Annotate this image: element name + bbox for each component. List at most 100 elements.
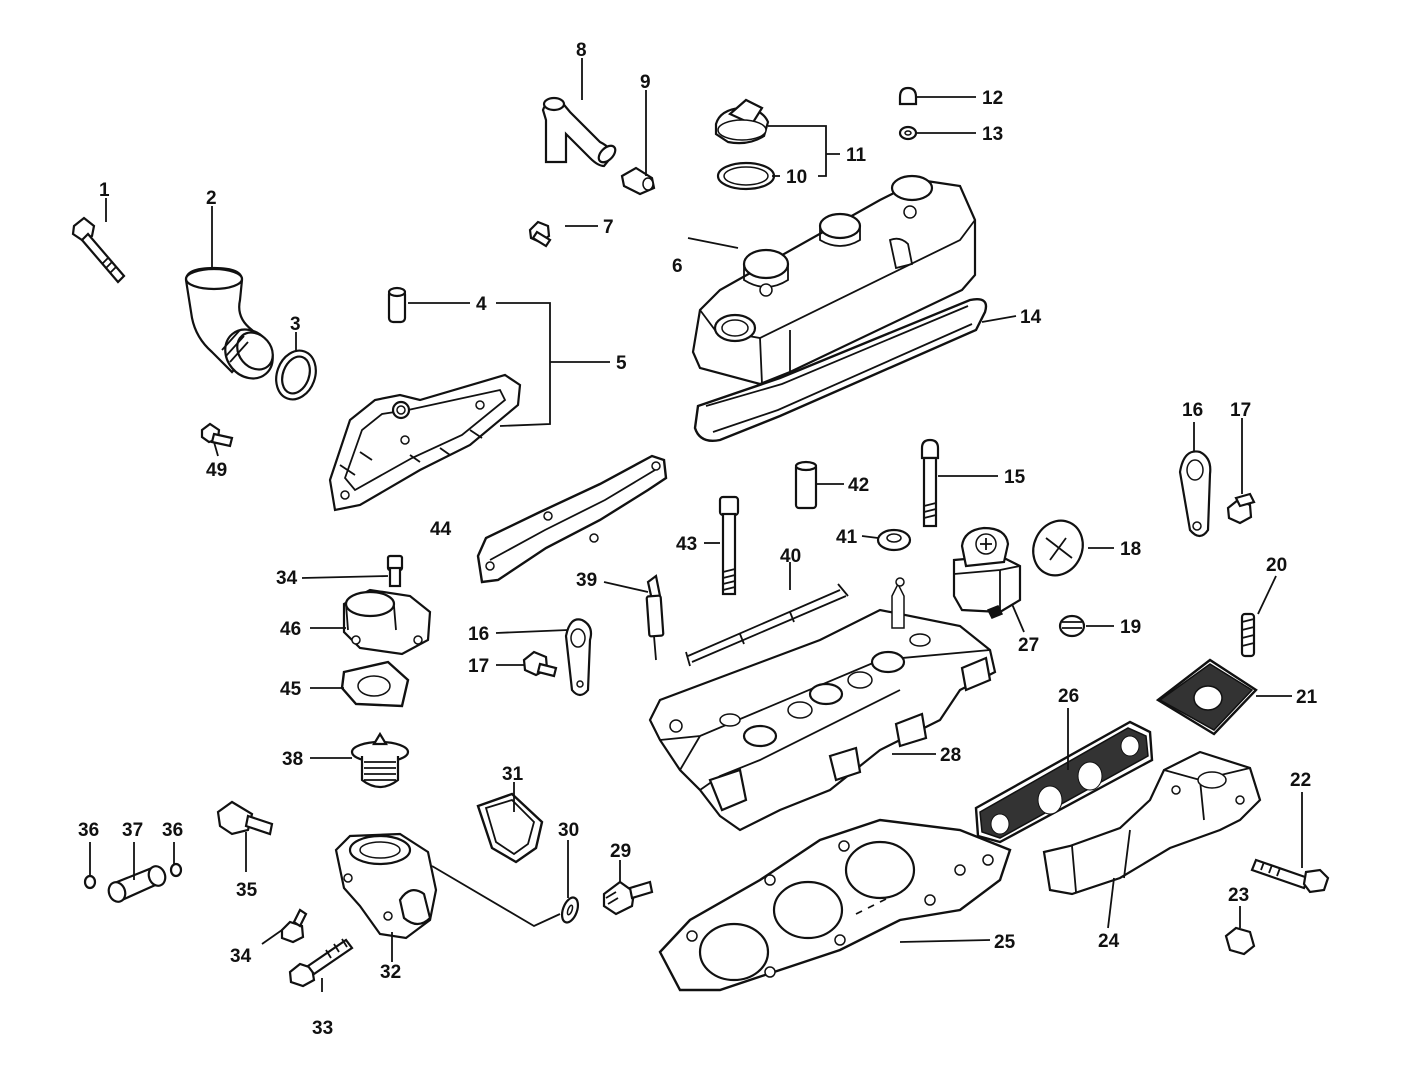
callout-30: 30 <box>558 820 579 841</box>
callout-25: 25 <box>994 932 1016 953</box>
part-17-bolt-lower <box>522 650 558 678</box>
callout-45: 45 <box>280 679 302 700</box>
callout-1: 1 <box>99 180 110 201</box>
part-15-bolt <box>920 438 940 528</box>
part-32-water-outlet <box>334 832 438 940</box>
part-7-bolt <box>528 220 552 248</box>
callout-31: 31 <box>502 764 524 785</box>
callout-2: 2 <box>206 188 217 209</box>
callout-37: 37 <box>122 820 143 841</box>
part-22-bolt <box>1250 858 1330 894</box>
part-9-fitting <box>620 166 656 196</box>
part-4-dowel <box>387 286 407 324</box>
callout-22: 22 <box>1290 770 1311 791</box>
part-37-hose <box>107 865 167 903</box>
callout-44: 44 <box>430 519 452 540</box>
callout-43: 43 <box>676 534 697 555</box>
part-28-cylinder-head <box>648 577 997 832</box>
part-30-washer <box>560 896 580 924</box>
part-19-plug <box>1058 614 1086 638</box>
callout-6: 6 <box>672 256 683 277</box>
part-35-sensor <box>216 800 274 836</box>
part-18-plug <box>1032 519 1084 577</box>
part-44-manifold-gasket <box>476 454 668 584</box>
part-2-elbow <box>184 266 274 380</box>
callout-34-lower: 34 <box>230 946 252 967</box>
callout-27: 27 <box>1018 635 1039 656</box>
callout-49: 49 <box>206 460 227 481</box>
part-1-bolt <box>71 216 126 284</box>
part-36-clip-left <box>83 874 97 890</box>
part-5-manifold <box>328 373 522 512</box>
part-20-stud <box>1240 612 1256 658</box>
part-14-cover-gasket <box>693 298 988 442</box>
part-24-exhaust-manifold <box>1042 750 1262 896</box>
callout-11: 11 <box>846 145 867 166</box>
part-36-clip-right <box>169 862 183 878</box>
callout-39: 39 <box>576 570 597 591</box>
callout-28: 28 <box>940 745 961 766</box>
callout-36-left: 36 <box>78 820 99 841</box>
part-49-bolt <box>200 422 234 448</box>
callout-21: 21 <box>1296 687 1318 708</box>
callout-3: 3 <box>290 314 301 335</box>
part-43-head-bolt <box>718 495 740 596</box>
part-16-bracket-lower <box>564 618 593 697</box>
callout-24: 24 <box>1098 931 1120 952</box>
callout-15: 15 <box>1004 467 1026 488</box>
part-31-gasket <box>476 792 544 864</box>
callout-9: 9 <box>640 72 651 93</box>
callout-20: 20 <box>1266 555 1287 576</box>
callout-17-upper: 17 <box>1230 400 1251 421</box>
part-46-thermostat-cover <box>342 588 432 656</box>
callout-42: 42 <box>848 475 869 496</box>
callout-4: 4 <box>476 294 487 315</box>
callout-29: 29 <box>610 841 631 862</box>
callout-32: 32 <box>380 962 401 983</box>
part-17-bolt-upper <box>1226 492 1256 525</box>
callout-13: 13 <box>982 124 1003 145</box>
part-16-bracket-upper <box>1178 450 1212 538</box>
part-25-head-gasket <box>658 818 1012 992</box>
callout-16-upper: 16 <box>1182 400 1203 421</box>
part-10-cap-gasket <box>716 161 776 191</box>
part-6-rocker-cover <box>691 174 977 386</box>
callout-46: 46 <box>280 619 301 640</box>
part-27-pump <box>952 526 1022 619</box>
callout-18: 18 <box>1120 539 1141 560</box>
part-29-sender <box>602 880 654 916</box>
callout-17-lower: 17 <box>468 656 489 677</box>
callout-16-lower: 16 <box>468 624 489 645</box>
callout-5: 5 <box>616 353 627 374</box>
callout-8: 8 <box>576 40 587 61</box>
callout-7: 7 <box>603 217 614 238</box>
part-39-glow-plug <box>645 574 665 661</box>
part-34-bolt-upper <box>386 554 404 588</box>
callout-33: 33 <box>312 1018 333 1039</box>
part-45-gasket <box>340 660 410 708</box>
callout-34-upper: 34 <box>276 568 298 589</box>
callout-41: 41 <box>836 527 858 548</box>
part-38-thermostat <box>350 731 410 789</box>
part-3-o-ring <box>275 349 317 401</box>
callout-35: 35 <box>236 880 258 901</box>
part-40-rail <box>685 583 849 667</box>
part-34-bolt-lower <box>280 908 308 944</box>
callout-36-right: 36 <box>162 820 183 841</box>
part-12-cap-nut <box>898 86 918 106</box>
part-33-bolt <box>288 938 354 988</box>
callout-38: 38 <box>282 749 303 770</box>
part-8-hose <box>541 96 617 168</box>
callout-40: 40 <box>780 546 801 567</box>
callout-19: 19 <box>1120 617 1141 638</box>
part-42-sleeve <box>794 460 818 510</box>
leader-lines <box>89 58 1303 992</box>
callout-10: 10 <box>786 167 807 188</box>
part-41-seal <box>876 528 912 552</box>
callout-12: 12 <box>982 88 1003 109</box>
part-13-washer <box>898 125 918 141</box>
callout-labels: 1 2 3 4 5 6 7 8 9 10 11 12 13 14 15 16 1… <box>78 40 1318 1039</box>
callout-14: 14 <box>1020 307 1042 328</box>
callout-23: 23 <box>1228 885 1249 906</box>
